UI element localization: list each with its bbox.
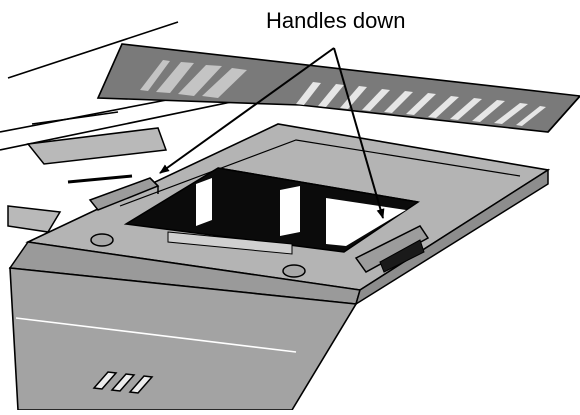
mounting-hole-left	[90, 233, 114, 247]
mounting-hole-right	[282, 264, 306, 278]
grip-ridges	[92, 371, 154, 394]
vent-grille-right	[296, 82, 546, 126]
chassis-outline	[0, 21, 261, 151]
mounting-holes	[90, 233, 306, 278]
left-rail	[7, 127, 168, 233]
callout-arrow-left	[159, 47, 335, 174]
handle-left	[88, 177, 160, 211]
callout-arrows	[159, 47, 385, 219]
callout-arrow-right	[333, 47, 385, 219]
handle-right	[354, 225, 430, 273]
callout-label: Handles down	[266, 8, 406, 33]
tray-opening	[123, 167, 420, 255]
vent-grille-left	[140, 60, 247, 98]
front-fascia	[9, 267, 358, 411]
